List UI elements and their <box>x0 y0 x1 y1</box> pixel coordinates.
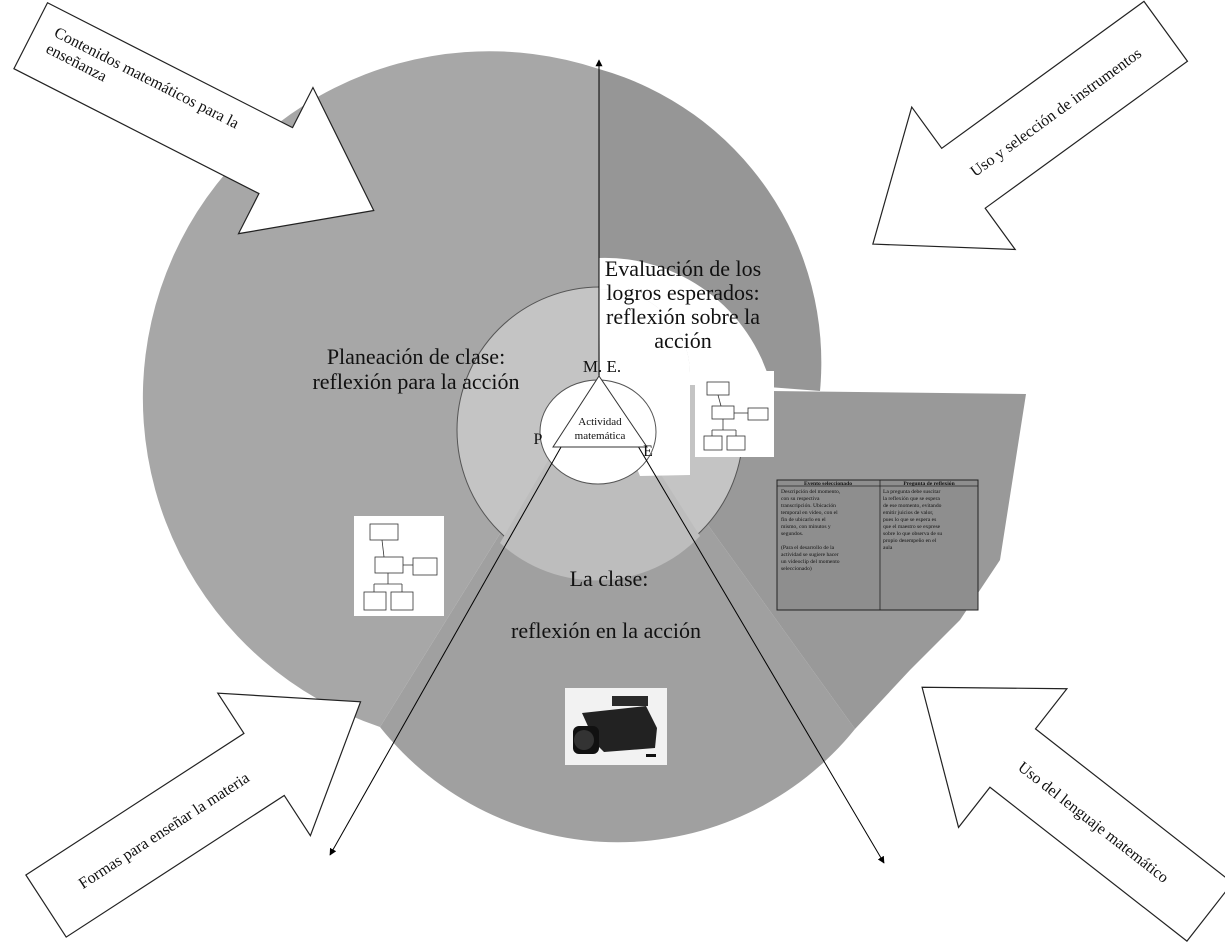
table-cell-line: que el maestro se exprese <box>883 524 941 530</box>
evaluacion-label-2: logros esperados: <box>606 280 759 305</box>
reflection-table: Evento seleccionado Pregunta de reflexió… <box>776 479 979 611</box>
arrow-top-right: Uso y selección de instrumentos <box>872 0 1189 251</box>
planeacion-label-2: reflexión para la acción <box>312 369 519 394</box>
evaluacion-label-1: Evaluación de los <box>605 256 761 281</box>
table-cell-line: emitir juicios de valor, <box>883 510 934 516</box>
video-camera-icon <box>565 688 667 765</box>
table-cell-line: un videoclip del momento <box>781 559 840 565</box>
clase-inner-sector <box>500 445 700 581</box>
triangle-center-line1: Actividad <box>578 416 622 428</box>
planeacion-label-1: Planeación de clase: <box>327 344 505 369</box>
clase-outer-sector <box>380 374 855 843</box>
arrow-bottom-right: Uso del lenguaje matemático <box>921 686 1225 942</box>
activity-triangle <box>552 375 648 448</box>
table-cell-line: de ese momento, evitando <box>883 503 942 509</box>
table-cell-line: fin de ubicarlo en el <box>781 516 826 523</box>
axis-down-right <box>598 379 885 864</box>
table-cell-line: pues lo que se espera es <box>883 517 936 523</box>
table-cell-line: sobre lo que observa de su <box>883 531 942 537</box>
axis-down-left <box>329 379 600 856</box>
clase-label-1: La clase: <box>570 566 649 591</box>
table-cell-line: transcripción. Ubicación <box>781 503 836 509</box>
table-cell-line: propio desempeño en el <box>883 538 937 544</box>
table-cell-line: actividad se sugiere hacer <box>781 552 839 558</box>
table-column-1: Descripción del momento,con su respectiv… <box>781 489 841 572</box>
evaluacion-white-arc <box>599 257 771 385</box>
table-cell-line: seleccionado) <box>781 565 812 572</box>
table-header-1: Evento seleccionado <box>804 481 852 487</box>
triangle-vertex-left: P <box>534 431 543 448</box>
table-cell-line: la reflexión que se espera <box>883 495 940 502</box>
triangle-center-line2: matemática <box>575 430 626 442</box>
triangle-vertex-right: E <box>643 443 653 460</box>
table-cell-line: La pregunta debe suscitar <box>883 489 940 495</box>
table-cell-line: aula <box>883 545 893 551</box>
table-cell-line: (Para el desarrollo de la <box>781 544 835 551</box>
table-cell-line: mismo, con minutos y <box>781 524 831 530</box>
flowchart-icon <box>354 516 444 616</box>
clase-label-2: reflexión en la acción <box>511 618 701 643</box>
triangle-vertex-top: M. E. <box>583 357 621 376</box>
flowchart-icon <box>695 371 774 457</box>
evaluacion-label-3: reflexión sobre la <box>606 304 760 329</box>
table-cell-line: temporal en video, con el <box>781 510 838 516</box>
table-header-2: Pregunta de reflexión <box>903 481 955 487</box>
evaluacion-label-4: acción <box>654 328 711 353</box>
table-cell-line: segundos. <box>781 531 804 537</box>
table-cell-line: Descripción del momento, <box>781 489 841 495</box>
table-cell-line: con su respectiva <box>781 496 820 502</box>
